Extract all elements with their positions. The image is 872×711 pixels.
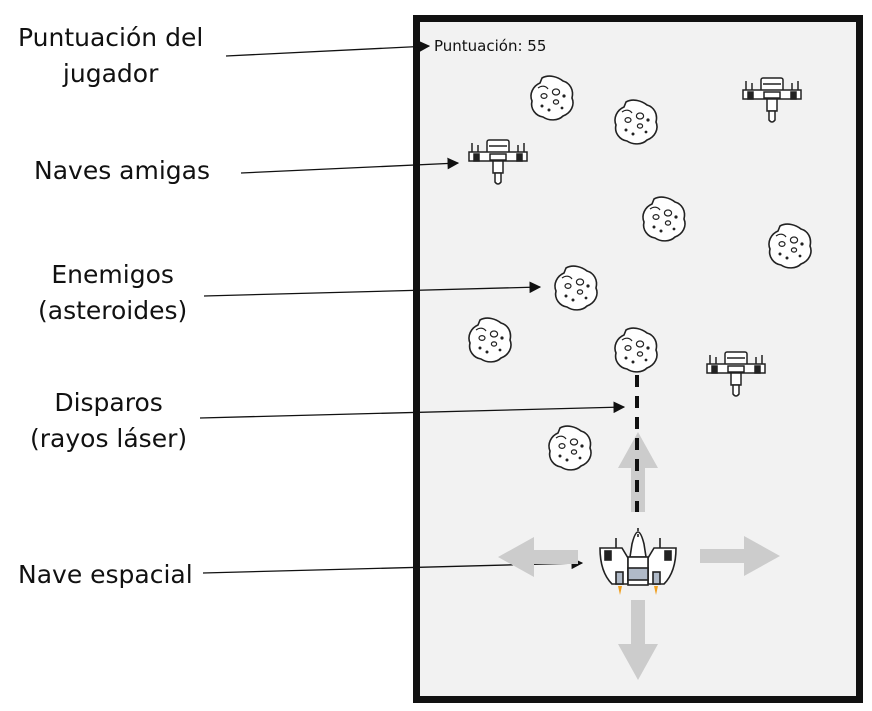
- label-enemies: Enemigos (asteroides): [38, 257, 187, 329]
- label-shots-line1: Disparos: [54, 388, 163, 417]
- label-player-score-line2: jugador: [62, 59, 159, 88]
- callout-line-shots: [199, 401, 626, 419]
- callout-line-friendly: [240, 157, 460, 174]
- player-ship-icon: [599, 528, 677, 595]
- friendly-ship-icon: [706, 351, 766, 397]
- callout-line-score: [225, 40, 431, 57]
- arrow-down-icon: [618, 600, 658, 680]
- asteroid-icon: [614, 99, 658, 145]
- arrow-left-icon: [498, 537, 578, 577]
- asteroid-icon: [554, 265, 598, 311]
- label-enemies-line1: Enemigos: [51, 260, 174, 289]
- asteroid-icon: [614, 327, 658, 373]
- label-enemies-line2: (asteroides): [38, 296, 188, 325]
- friendly-ship-icon: [742, 77, 802, 123]
- friendly-ship-icon: [468, 139, 528, 185]
- arrow-right-icon: [700, 536, 780, 576]
- score-display: Puntuación: 55: [434, 37, 547, 55]
- asteroid-icon: [642, 196, 686, 242]
- label-shots-line2: (rayos láser): [30, 424, 188, 453]
- asteroid-icon: [768, 223, 812, 269]
- label-player-score-line1: Puntuación del: [18, 23, 204, 52]
- label-friendly-ships: Naves amigas: [34, 156, 211, 185]
- label-spaceship: Nave espacial: [18, 560, 193, 589]
- callout-line-enemies: [203, 281, 542, 297]
- asteroid-icon: [548, 425, 592, 471]
- asteroid-icon: [468, 317, 512, 363]
- label-shots: Disparos (rayos láser): [30, 385, 187, 457]
- label-player-score: Puntuación del jugador: [18, 20, 203, 92]
- asteroid-icon: [530, 75, 574, 121]
